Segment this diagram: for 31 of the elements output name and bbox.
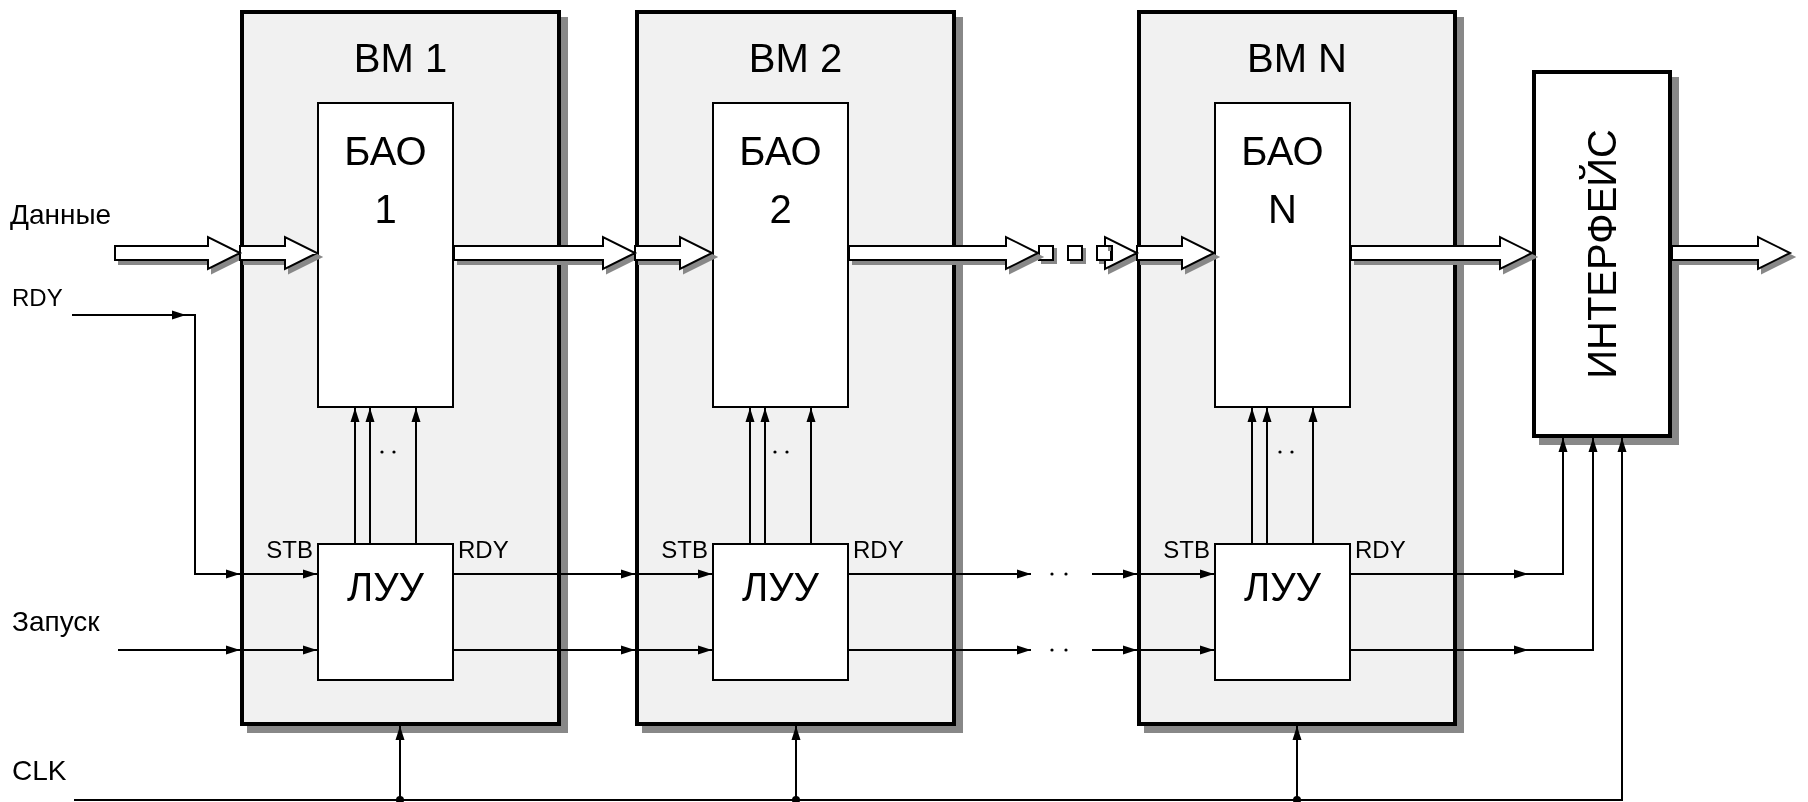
wide-arrow	[453, 235, 715, 271]
wide-arrow	[1104, 235, 1217, 271]
signal-label: Данные	[10, 196, 115, 234]
module-title: ВМ 1	[352, 35, 449, 82]
module-title: ВМ N	[1246, 35, 1348, 82]
pin-label: STB	[266, 535, 313, 565]
pin-label: STB	[1163, 535, 1210, 565]
signal-label: Запуск	[12, 603, 118, 641]
block-label: ЛУУ	[1243, 564, 1322, 611]
block-label: ЛУУ	[346, 564, 425, 611]
block-label: БАО 1	[343, 128, 428, 233]
pin-label: RDY	[458, 535, 509, 565]
signal-label: CLK	[12, 752, 74, 790]
block-label: БАО 2	[738, 128, 823, 233]
processing-block	[317, 102, 454, 408]
wide-arrow	[848, 235, 1041, 271]
pin-label: RDY	[1355, 535, 1406, 565]
module-title: ВМ 2	[747, 35, 844, 82]
ellipsis-square	[1038, 245, 1054, 261]
block-label: БАО N	[1240, 128, 1325, 233]
processing-block	[712, 102, 849, 408]
block-label: ЛУУ	[741, 564, 820, 611]
ellipsis-square	[1067, 245, 1083, 261]
signal-label: RDY	[12, 282, 72, 314]
wide-arrow	[1671, 235, 1793, 271]
wide-arrow	[114, 235, 320, 271]
block-label: ИНТЕРФЕЙС	[1578, 129, 1625, 379]
pin-label: RDY	[853, 535, 904, 565]
processing-block	[1214, 102, 1351, 408]
pin-label: STB	[661, 535, 708, 565]
wide-arrow	[1350, 235, 1535, 271]
